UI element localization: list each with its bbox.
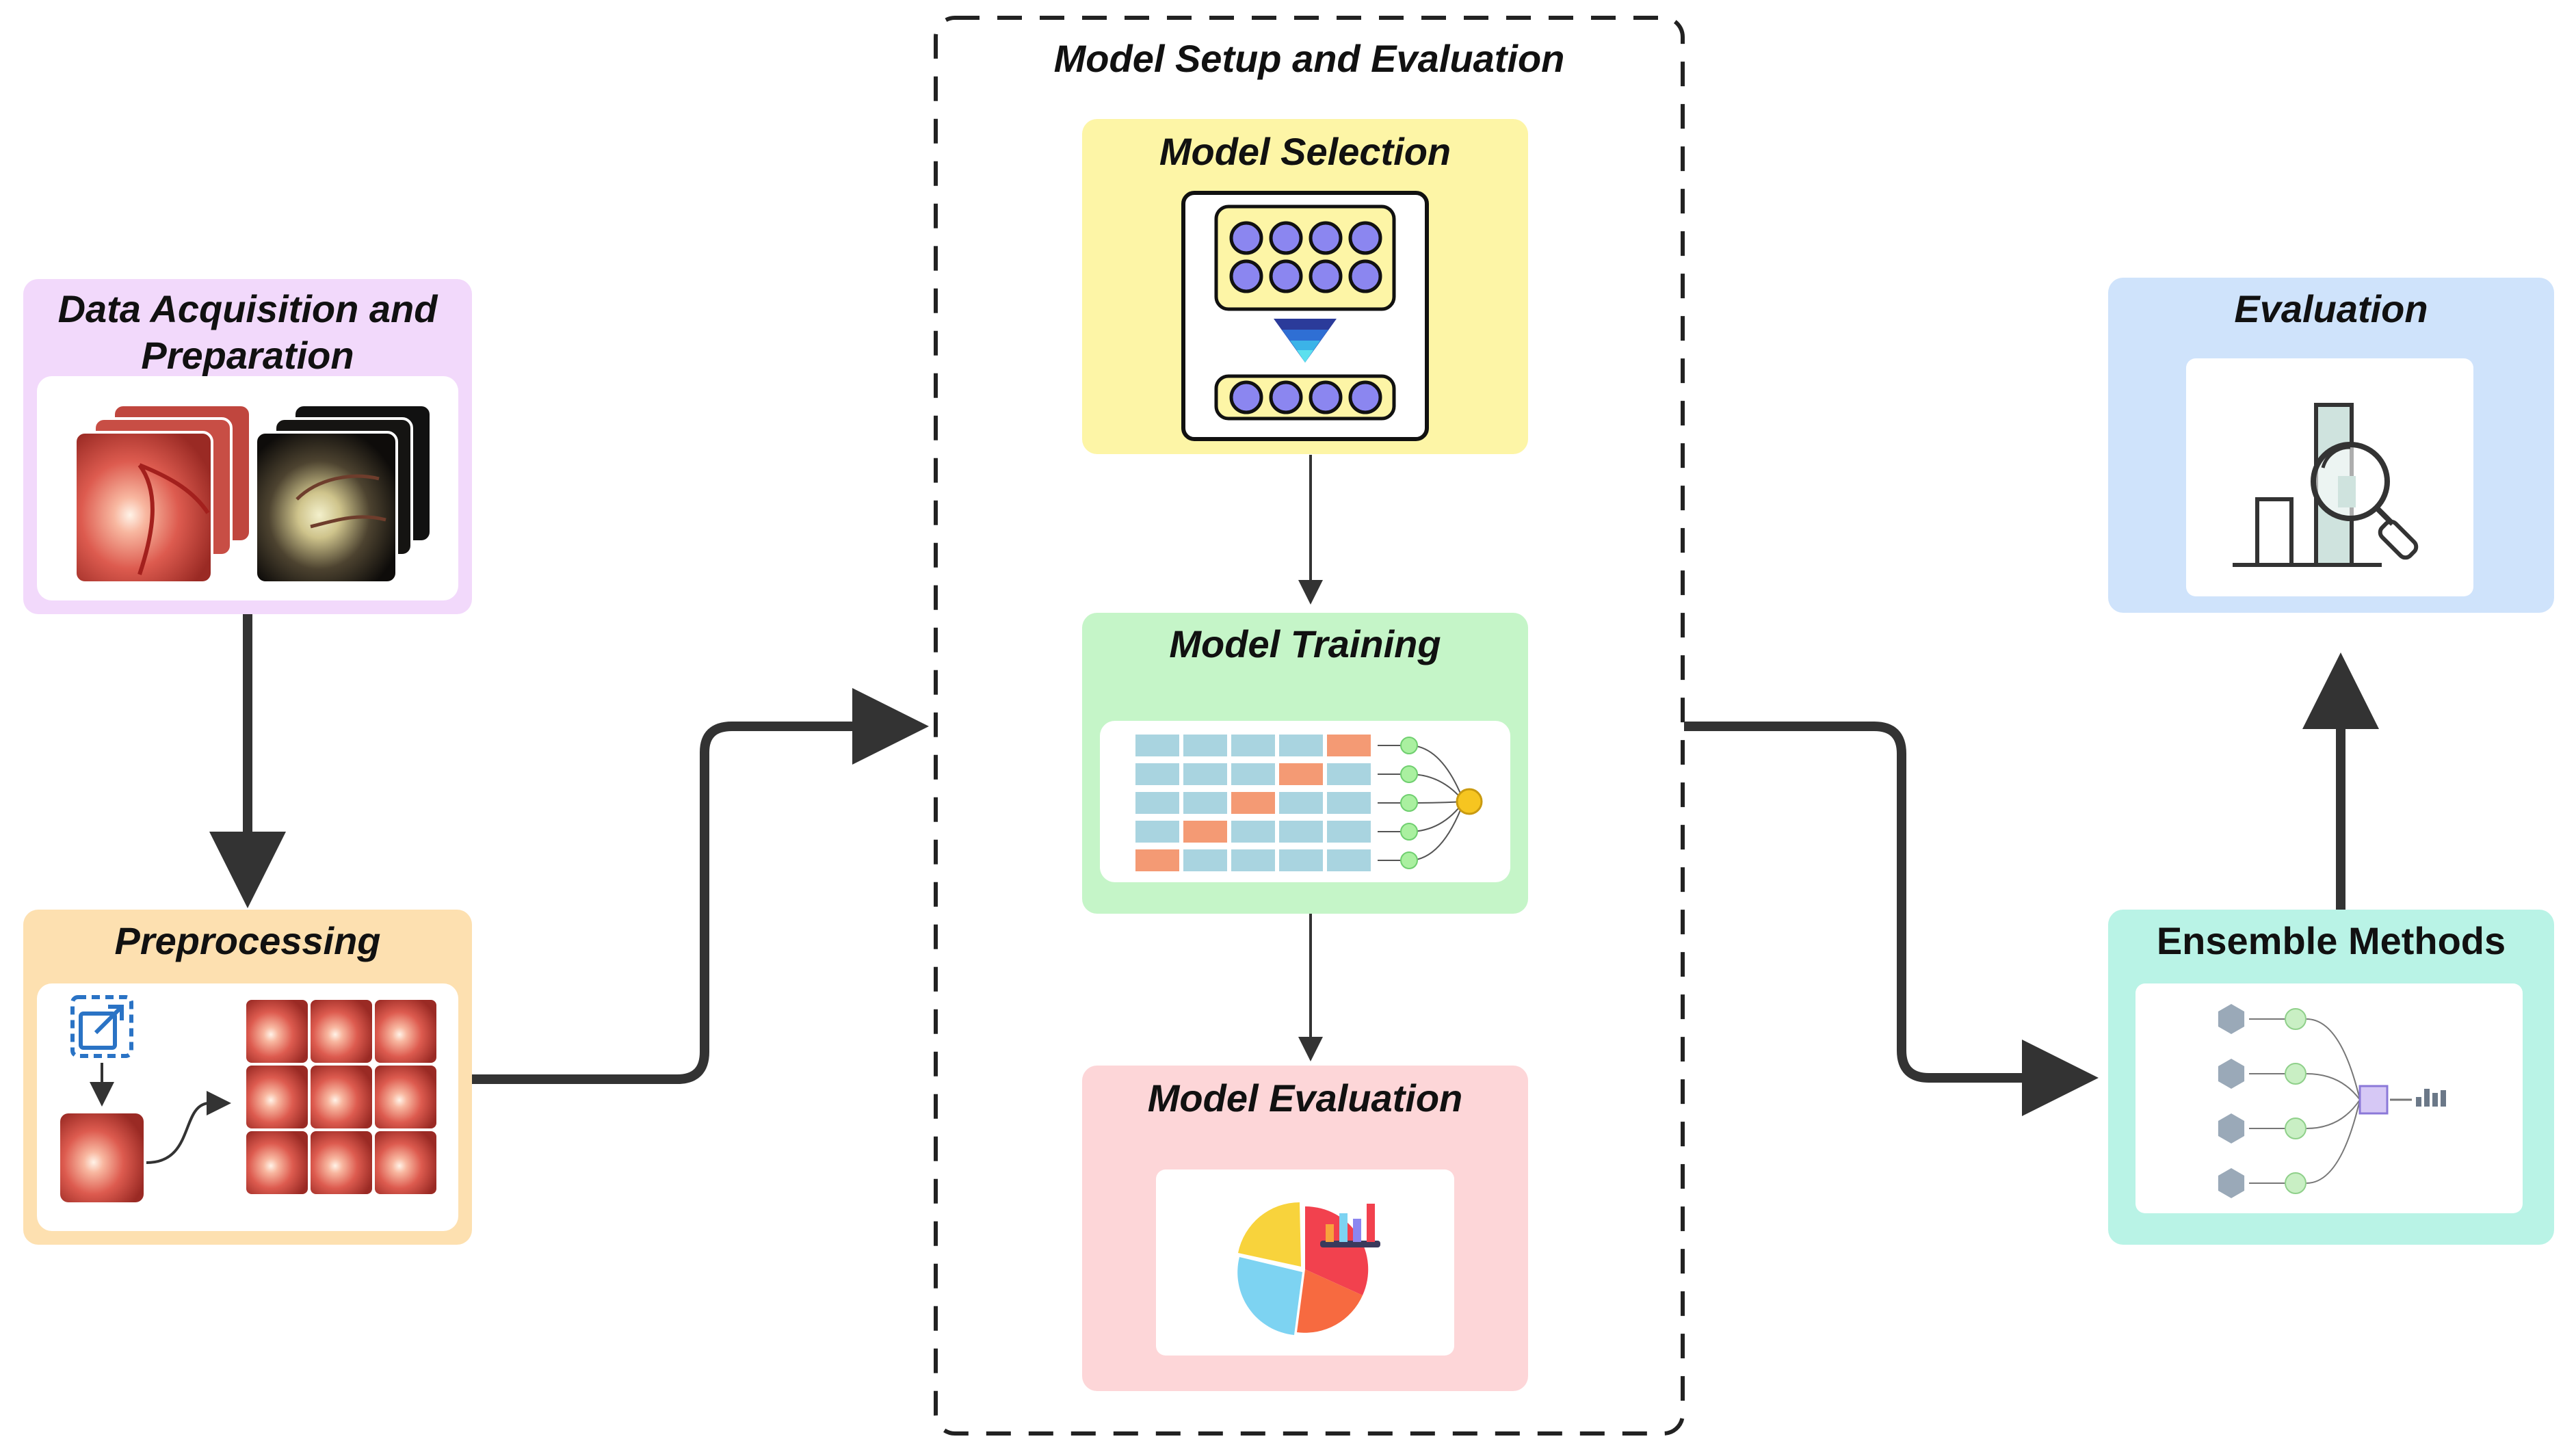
evaluation-panel xyxy=(2186,358,2473,596)
arrow-preprocessing-to-setup xyxy=(471,688,929,1084)
bar-magnifier-icon xyxy=(2233,403,2419,567)
ensemble-title: Ensemble Methods xyxy=(2156,919,2506,962)
model-selection-box: Model Selection xyxy=(1082,119,1528,454)
evaluation-box: Evaluation xyxy=(2108,278,2554,613)
fundus-stack-icon xyxy=(74,404,432,584)
preprocessing-title: Preprocessing xyxy=(114,919,381,962)
neural-layer-funnel-icon xyxy=(1181,191,1429,441)
model-evaluation-title: Model Evaluation xyxy=(1147,1076,1463,1120)
data-acquisition-panel xyxy=(37,376,458,600)
ensemble-box: Ensemble Methods xyxy=(2108,910,2554,1245)
model-evaluation-box: Model Evaluation xyxy=(1082,1066,1528,1391)
evaluation-title: Evaluation xyxy=(2234,287,2428,330)
model-evaluation-panel xyxy=(1156,1169,1454,1356)
model-selection-title: Model Selection xyxy=(1159,130,1451,173)
setup-group-border xyxy=(934,16,1685,1436)
resize-augment-icon xyxy=(60,995,436,1202)
data-table-network-icon xyxy=(1135,735,1483,871)
data-acquisition-title: Data Acquisition and Preparation xyxy=(57,287,438,377)
model-training-box: Model Training xyxy=(1082,613,1528,914)
ensemble-panel xyxy=(2135,983,2523,1213)
preprocessing-panel xyxy=(37,983,458,1231)
data-acquisition-box: Data Acquisition and Preparation xyxy=(23,279,472,614)
pie-bar-chart-icon xyxy=(1237,1202,1380,1335)
ensemble-network-icon xyxy=(2218,1004,2446,1198)
arrow-setup-to-ensemble xyxy=(1684,722,2099,1116)
model-training-panel xyxy=(1100,721,1510,882)
setup-group-title: Model Setup and Evaluation xyxy=(1053,37,1565,80)
model-training-title: Model Training xyxy=(1169,622,1441,665)
preprocessing-box: Preprocessing xyxy=(23,910,472,1245)
